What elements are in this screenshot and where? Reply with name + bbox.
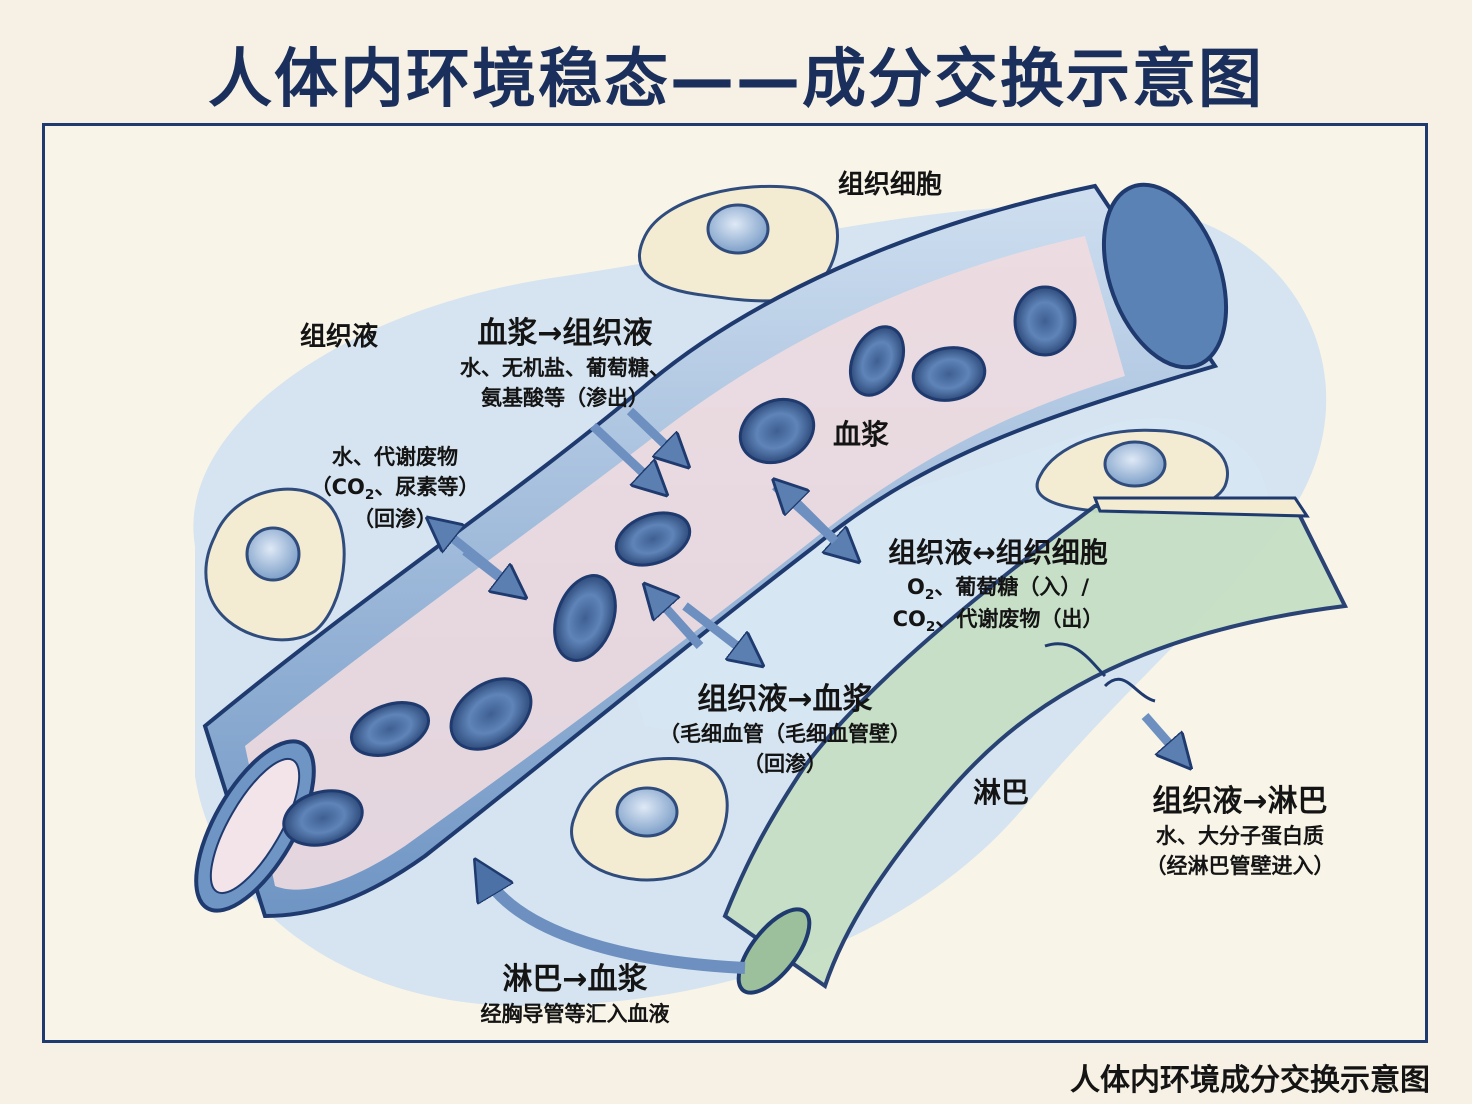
lymph-to-plasma-arrow: [485, 876, 746, 974]
exchange-tissue-to-plasma: 组织液→血浆 （毛细血管（毛细血管壁） （回渗）: [645, 674, 925, 778]
tissue-cell-right: [1035, 428, 1229, 515]
exchange-detail: 水、大分子蛋白质: [1156, 824, 1324, 848]
exchange-return-left: 水、代谢废物 （CO2、尿素等） （回渗）: [295, 441, 495, 533]
exchange-detail: （回渗）: [353, 507, 437, 532]
exchange-detail: CO2、代谢废物（出）: [892, 607, 1104, 636]
exchange-heading: 淋巴→血浆: [502, 962, 648, 997]
exchange-detail: 氨基酸等（渗出）: [481, 386, 649, 410]
page-title: 人体内环境稳态——成分交换示意图: [208, 43, 1264, 117]
exchange-detail: O2、葡萄糖（入）/: [906, 575, 1090, 604]
footer-caption: 人体内环境成分交换示意图: [1070, 1063, 1430, 1098]
exchange-heading: 血浆→组织液: [477, 316, 653, 351]
blood-capillary: [194, 182, 1229, 919]
red-blood-cells: [282, 285, 1077, 847]
exchange-detail: （CO2、尿素等）: [310, 475, 480, 504]
diagram-frame: 组织细胞 组织液 血浆 淋巴 血浆→组织液 水、无机盐、葡萄糖、 氨基酸等（渗出…: [42, 123, 1428, 1043]
label-tissue-cell: 组织细胞: [838, 170, 943, 200]
exchange-lymph-to-plasma: 淋巴→血浆 经胸导管等汇入血液: [445, 954, 705, 1028]
label-plasma: 血浆: [833, 418, 890, 451]
exchange-heading: 组织液↔组织细胞: [888, 536, 1108, 569]
exchange-detail: （毛细血管（毛细血管壁）: [659, 722, 911, 746]
tissue-cell-left: [204, 487, 346, 642]
exchange-tissue-cell: 组织液↔组织细胞 O2、葡萄糖（入）/ CO2、代谢废物（出）: [863, 531, 1133, 635]
tissue-cell-bottom: [570, 756, 729, 882]
exchange-heading: 组织液→淋巴: [1152, 784, 1328, 819]
exchange-detail: （经淋巴管壁进入）: [1145, 854, 1335, 878]
exchange-heading: 组织液→血浆: [697, 682, 873, 717]
lymph-vessel: [722, 496, 1349, 995]
label-tissue-fluid: 组织液: [300, 322, 379, 352]
exchange-detail: 水、代谢废物: [332, 445, 458, 469]
exchange-arrows: [440, 407, 1180, 756]
exchange-plasma-to-tissue: 血浆→组织液 水、无机盐、葡萄糖、 氨基酸等（渗出）: [435, 308, 695, 412]
label-lymph: 淋巴: [973, 776, 1030, 809]
exchange-detail: 经胸导管等汇入血液: [480, 1002, 670, 1026]
exchange-detail: （回渗）: [743, 752, 827, 776]
exchange-tissue-to-lymph: 组织液→淋巴 水、大分子蛋白质 （经淋巴管壁进入）: [1125, 776, 1355, 880]
tissue-cell-top: [638, 184, 839, 303]
exchange-detail: 水、无机盐、葡萄糖、: [460, 356, 670, 380]
diagram-canvas: [193, 182, 1349, 1006]
